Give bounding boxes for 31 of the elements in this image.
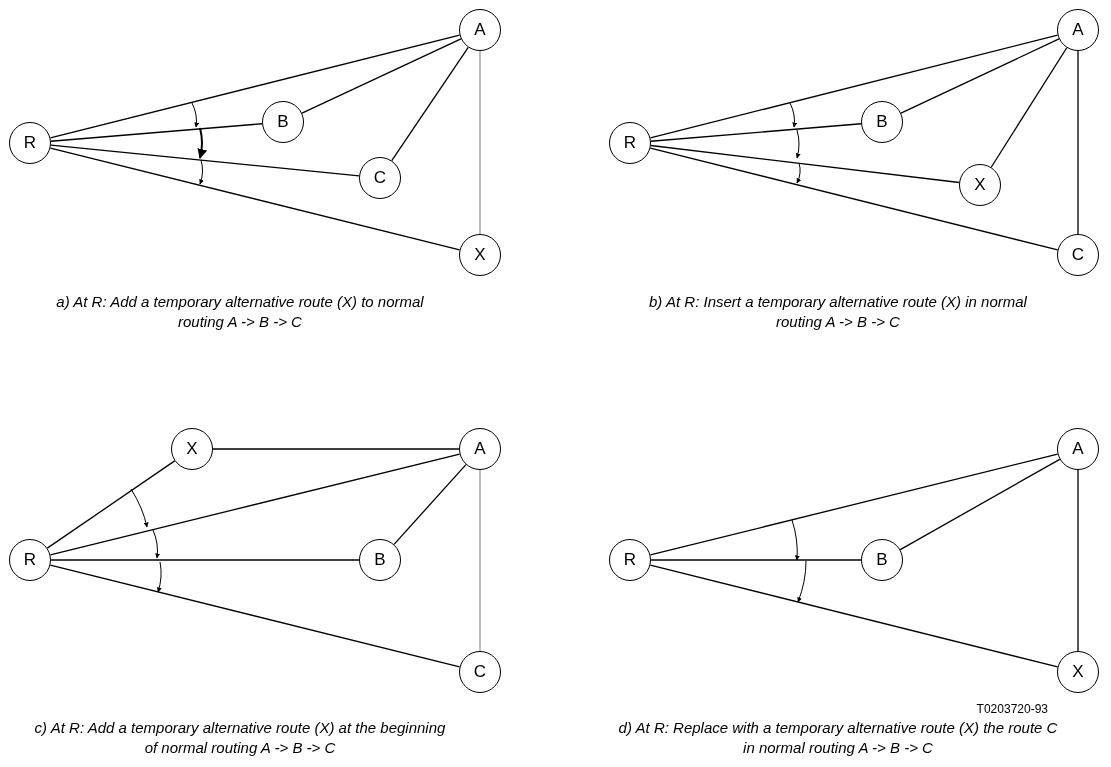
connector-line	[50, 123, 263, 142]
connector-line	[50, 559, 360, 561]
connector-line	[301, 38, 462, 114]
connector-line	[393, 463, 467, 546]
connector-line	[212, 448, 460, 450]
connector-line	[391, 46, 469, 162]
connector-line	[479, 50, 481, 235]
connector-line	[49, 147, 461, 251]
connector-line	[49, 453, 461, 556]
panel-caption: d) At R: Replace with a temporary alternative route (X) the route C in normal routing A -> B -> C	[618, 718, 1058, 758]
panel-caption: c) At R: Add a temporary alternative route (X) at the beginning of normal routing A -> B -> C	[33, 718, 447, 758]
connector-line	[900, 38, 1060, 114]
connector-line	[49, 564, 461, 668]
connector-line	[50, 144, 360, 177]
panel-caption: b) At R: Insert a temporary alternative route (X) in normal routing A -> B -> C	[648, 292, 1028, 332]
connector-line	[650, 559, 862, 561]
connector-line	[649, 34, 1059, 139]
connector-line	[49, 34, 461, 139]
figure-code: T0203720-93	[975, 701, 1048, 718]
connector-line	[46, 460, 176, 549]
connector-line	[650, 123, 862, 142]
connector-line	[649, 564, 1059, 668]
connector-line	[479, 469, 481, 652]
connector-line	[990, 47, 1068, 168]
connector-line	[899, 458, 1061, 551]
connector-line	[650, 144, 960, 184]
connector-line	[1077, 50, 1079, 235]
connector-line	[1077, 469, 1079, 652]
connector-line	[649, 453, 1059, 556]
connector-line	[649, 147, 1059, 251]
panel-caption: a) At R: Add a temporary alternative route (X) to normal routing A -> B -> C	[55, 292, 425, 332]
